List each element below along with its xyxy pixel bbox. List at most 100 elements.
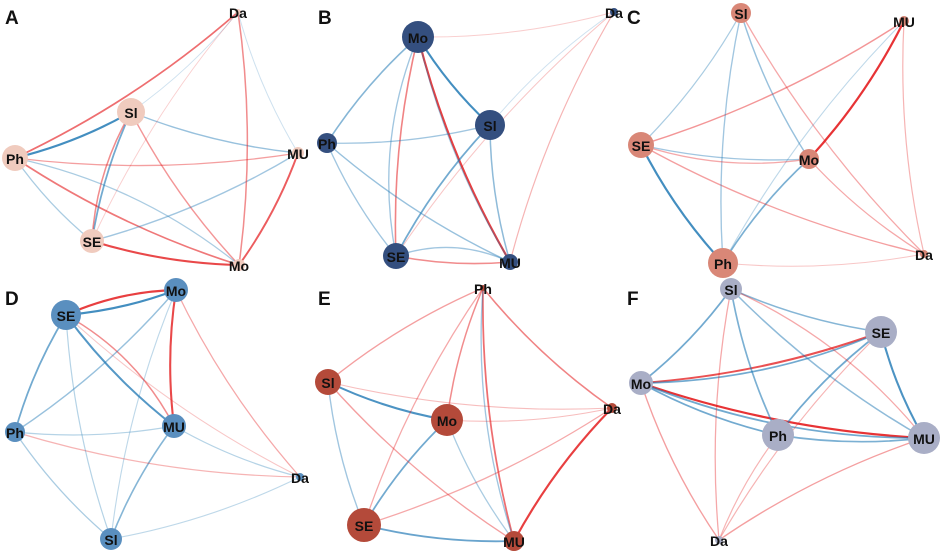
edge-d-mo-mu [169, 288, 178, 428]
node-e-sl: Sl [315, 369, 341, 395]
node-circle [117, 98, 145, 126]
node-label: Sl [124, 105, 137, 121]
edge-b-mo-se [388, 36, 419, 257]
node-circle [865, 316, 897, 348]
node-circle [162, 414, 186, 438]
node-circle [504, 531, 524, 551]
edge-a-se-mo [90, 239, 241, 267]
edge-d-ph-sl [14, 431, 112, 540]
edge-b-mo-sl [416, 35, 492, 127]
edge-f-mo-se [640, 331, 882, 384]
node-b-mu: MU [499, 254, 521, 271]
edge-b-se-mu [395, 246, 511, 263]
edge-d-se-da [65, 314, 301, 478]
node-label: Mo [799, 152, 819, 168]
node-b-se: SE [383, 243, 409, 269]
node-b-mo: Mo [402, 21, 434, 53]
panel-letter-e: E [318, 289, 331, 310]
node-label: Da [710, 533, 728, 549]
edge-e-sl-mu [327, 381, 515, 542]
edge-a-sl-se [91, 111, 132, 242]
node-f-mo: Mo [629, 371, 653, 395]
edge-d-ph-mo [14, 289, 177, 433]
edge-d-se-mu [65, 314, 175, 427]
node-label: MU [499, 255, 521, 271]
panel-letter-d: D [5, 289, 19, 310]
node-label: Mo [408, 30, 428, 46]
node-c-da: Da [915, 247, 933, 263]
node-circle [715, 536, 723, 544]
node-circle [383, 243, 409, 269]
edge-f-se-ph [777, 331, 882, 436]
panel-letter-c: C [627, 8, 641, 29]
node-label: MU [163, 419, 185, 435]
node-circle [899, 16, 909, 26]
node-label: Sl [483, 118, 496, 134]
node-circle [296, 473, 304, 481]
edge-c-sl-ph [720, 12, 742, 264]
edge-e-se-mu [363, 524, 515, 543]
node-label: Da [291, 470, 309, 486]
node-label: Sl [724, 282, 737, 298]
node-circle [720, 278, 742, 300]
node-b-da: Da [605, 5, 623, 21]
node-c-mo: Mo [799, 149, 819, 169]
node-circle [708, 248, 738, 278]
edge-e-ph-da [482, 287, 613, 409]
node-c-se: SE [628, 132, 654, 158]
edge-a-sl-da [130, 11, 239, 113]
edge-a-sl-se [91, 111, 132, 242]
node-label: SE [387, 249, 406, 265]
node-label: Da [605, 5, 623, 21]
edge-d-se-mu [65, 314, 175, 427]
node-circle [80, 229, 104, 253]
edge-c-se-sl [640, 12, 742, 146]
edge-b-ph-sl [326, 124, 491, 144]
node-f-da: Da [710, 533, 728, 549]
node-circle [908, 422, 940, 454]
node-label: Ph [474, 281, 492, 297]
edge-e-ph-sl [327, 287, 484, 383]
node-label: Ph [6, 151, 24, 167]
edge-d-se-sl [65, 314, 112, 540]
edge-c-mo-ph [722, 158, 810, 264]
edge-a-da-se [91, 11, 239, 242]
edge-b-mo-da [417, 11, 615, 38]
edge-a-ph-da [14, 11, 239, 159]
edge-f-sl-ph [730, 288, 779, 436]
edge-a-ph-mo [14, 157, 240, 266]
node-circle [628, 132, 654, 158]
node-c-ph: Ph [708, 248, 738, 278]
node-f-ph: Ph [762, 419, 794, 451]
node-b-sl: Sl [475, 110, 505, 140]
edge-f-sl-mu [730, 288, 925, 439]
edge-c-ph-da [722, 253, 925, 267]
edge-a-ph-mo [14, 157, 240, 266]
node-a-sl: Sl [117, 98, 145, 126]
node-d-sl: Sl [100, 528, 122, 550]
node-circle [5, 422, 25, 442]
node-label: SE [57, 308, 76, 324]
node-e-se: SE [347, 508, 381, 542]
edge-c-se-da [640, 144, 925, 255]
node-circle [610, 8, 618, 16]
edge-c-mo-da [808, 158, 925, 255]
node-f-sl: Sl [720, 278, 742, 300]
edge-f-mu-da [718, 437, 925, 541]
edge-d-mu-da [173, 425, 301, 478]
edge-f-mo-ph [640, 382, 779, 436]
node-c-sl: Sl [731, 3, 751, 23]
node-circle [799, 149, 819, 169]
node-label: SE [632, 138, 651, 154]
edge-f-mo-da [640, 382, 720, 541]
node-label: Ph [318, 136, 336, 152]
edge-b-mo-mu [417, 36, 511, 263]
edge-d-se-mo [64, 288, 178, 317]
node-a-mo: Mo [229, 258, 249, 274]
node-label: Ph [714, 256, 732, 272]
node-d-mu: MU [162, 414, 186, 438]
node-circle [402, 21, 434, 53]
node-circle [607, 403, 617, 413]
node-label: Mo [631, 376, 651, 392]
